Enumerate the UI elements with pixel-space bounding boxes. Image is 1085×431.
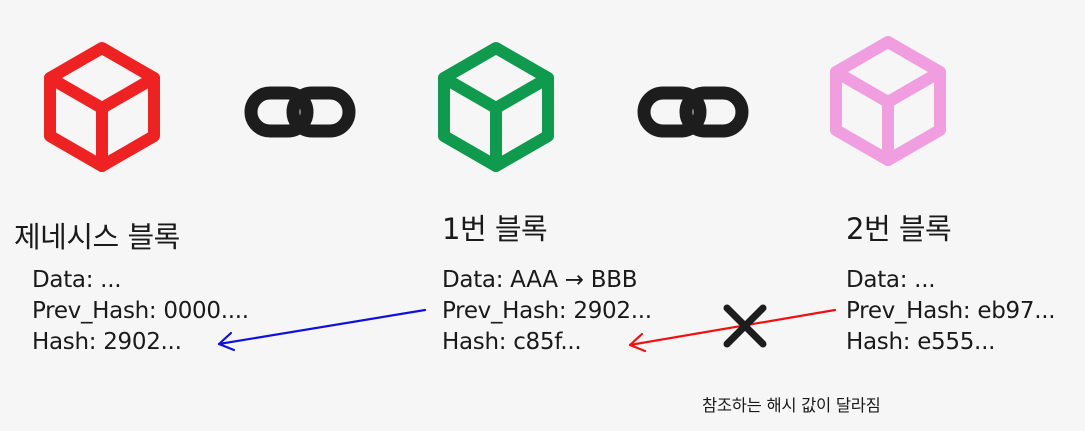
prev-hash-field: Prev_Hash: 2902... — [442, 298, 652, 324]
block-2-title: 2번 블록 — [846, 212, 952, 246]
chain-link-icon — [637, 86, 749, 138]
block-2-fields: Data: ... Prev_Hash: eb97... Hash: e555.… — [846, 265, 1056, 358]
hash-mismatch-note: 참조하는 해시 값이 달라짐 — [702, 396, 881, 415]
genesis-block-fields: Data: ... Prev_Hash: 0000.... Hash: 2902… — [32, 265, 249, 358]
data-field: Data: ... — [32, 267, 122, 293]
block-1-fields: Data: AAA → BBB Prev_Hash: 2902... Hash:… — [442, 265, 652, 358]
broken-reference-arrow — [628, 308, 837, 353]
prev-hash-field: Prev_Hash: eb97... — [846, 298, 1056, 324]
chain-link-icon — [244, 86, 356, 138]
genesis-block-title: 제네시스 블록 — [14, 220, 180, 254]
data-field: Data: AAA → BBB — [442, 267, 638, 293]
genesis-block-cube-icon — [44, 42, 160, 172]
x-mark-icon — [723, 304, 767, 348]
hash-field: Hash: c85f... — [442, 329, 582, 355]
block-1-cube-icon — [438, 42, 554, 172]
hash-field: Hash: e555... — [846, 329, 996, 355]
block-2-cube-icon — [830, 36, 946, 166]
block-1-title: 1번 블록 — [442, 212, 548, 246]
hash-field: Hash: 2902... — [32, 329, 182, 355]
data-field: Data: ... — [846, 267, 936, 293]
valid-reference-arrow — [217, 308, 427, 352]
prev-hash-field: Prev_Hash: 0000.... — [32, 298, 249, 324]
